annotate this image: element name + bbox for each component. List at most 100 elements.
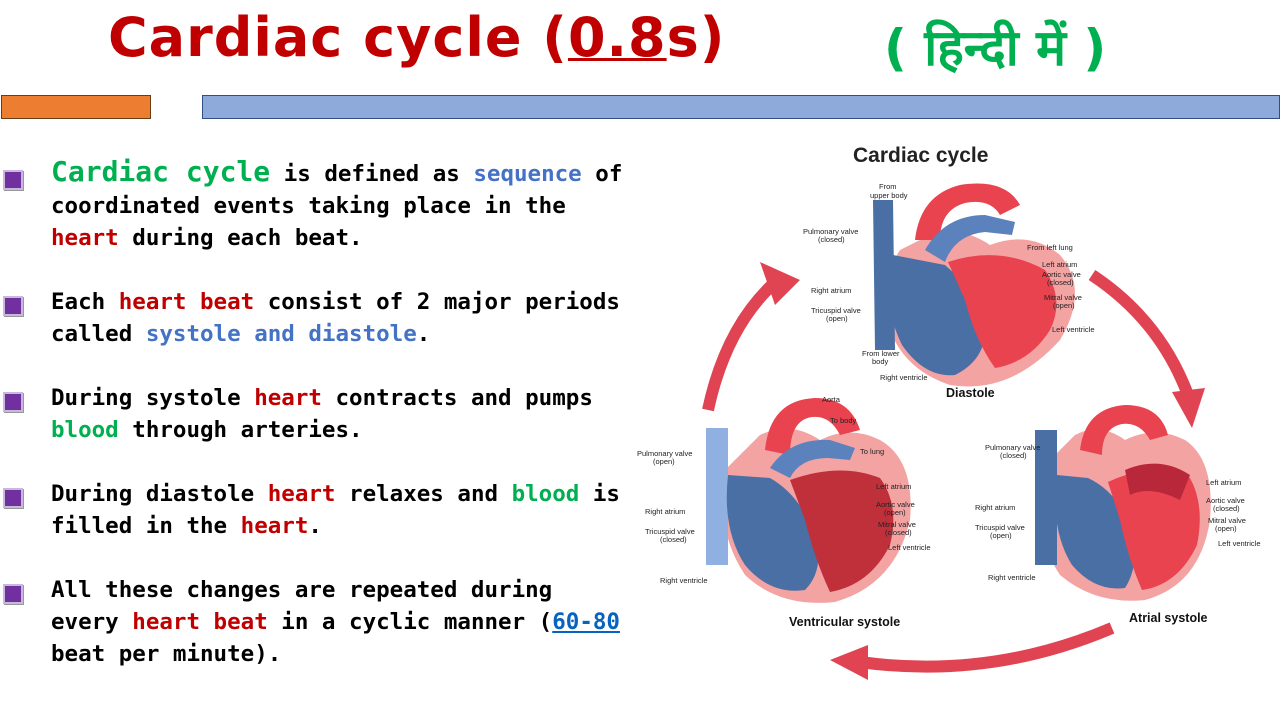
left-atrium-shape [1125, 463, 1190, 500]
bullet-text-segment: heart [51, 225, 119, 251]
bullet-marker-icon [3, 296, 23, 316]
label: Pulmonary valve [985, 443, 1040, 452]
pulmonary-artery-shape [925, 215, 1015, 262]
label: (closed) [885, 528, 912, 537]
label: Right ventricle [880, 373, 928, 382]
bullet-text-segment: through arteries. [118, 417, 363, 443]
bullet-text-segment: During diastole [51, 481, 268, 507]
phase-label-ventricular-systole: Ventricular systole [789, 615, 900, 629]
arrow-to-diastole [702, 280, 777, 412]
phase-label-diastole: Diastole [946, 386, 995, 400]
label: Right ventricle [988, 573, 1036, 582]
bullet-text-segment: heart beat [132, 609, 268, 635]
page-title: Cardiac cycle (0.8s) [108, 6, 725, 69]
aorta-shape [915, 183, 1020, 240]
vena-cava-shape [1035, 430, 1057, 565]
label: upper body [870, 191, 908, 200]
heart-atrial-systole [1035, 405, 1211, 601]
bullet-marker-icon [3, 488, 23, 508]
label: Aortic valve [1042, 270, 1081, 279]
phase-label-atrial-systole: Atrial systole [1129, 611, 1208, 625]
bullet-marker-icon [3, 584, 23, 604]
label: (closed) [1000, 451, 1027, 460]
label: (open) [653, 457, 675, 466]
label: Mitral valve [1044, 293, 1082, 302]
bullet-text-segment: heart [267, 481, 336, 507]
bullet-text-segment: is filled in the [51, 481, 620, 539]
label: Mitral valve [1208, 516, 1246, 525]
bullet-text-segment: Cardiac cycle [51, 155, 271, 188]
pulmonary-artery-shape [770, 439, 855, 478]
label: (open) [1053, 301, 1075, 310]
title-suffix: s) [666, 6, 726, 69]
bullet-text-segment: Each [51, 289, 119, 315]
bullet-text-segment: heart [240, 513, 309, 539]
bullet-text-segment: heart [254, 385, 322, 411]
bullet-text-segment: . [416, 321, 431, 347]
label: (open) [826, 314, 848, 323]
label: To body [830, 416, 857, 425]
arrow-to-ventricular-systole [859, 622, 1115, 673]
left-heart-shape [1108, 470, 1200, 590]
label: From left lung [1027, 243, 1073, 252]
right-heart-shape [726, 475, 819, 591]
label: Left ventricle [888, 543, 931, 552]
aorta-shape [765, 398, 860, 455]
label: Right atrium [975, 503, 1015, 512]
bullet-text: Each heart beat consist of 2 major perio… [51, 286, 631, 350]
bullet-text: Cardiac cycle is defined as sequence of … [51, 156, 631, 254]
arrowhead-icon [1172, 388, 1205, 428]
bullet-text-segment: During systole [51, 385, 255, 411]
left-heart-shape [790, 470, 894, 592]
bullet-text-segment: heart beat [118, 289, 255, 315]
bullet-text-segment: is defined as [270, 161, 474, 187]
bullet-text-segment[interactable]: 60-80 [552, 609, 620, 635]
label: (closed) [818, 235, 845, 244]
aorta-shape [1080, 405, 1168, 455]
bullet-text-segment: . [308, 513, 322, 539]
label: (open) [1215, 524, 1237, 533]
bullet-text-segment: of coordinated events taking place in th… [51, 161, 623, 219]
heart-ventricular-systole [706, 398, 911, 603]
left-heart-shape [948, 255, 1057, 368]
title-prefix: Cardiac cycle ( [108, 6, 568, 69]
label: Tricuspid valve [645, 527, 695, 536]
label: (open) [884, 508, 906, 517]
label: Pulmonary valve [637, 449, 692, 458]
label: Aorta [822, 395, 841, 404]
label: Right ventricle [660, 576, 708, 585]
vena-cava-shape [706, 428, 728, 565]
label: body [872, 357, 889, 366]
label: Pulmonary valve [803, 227, 858, 236]
cardiac-cycle-diagram: Cardiac cycle From upper body Pulmonary … [637, 144, 1261, 680]
label: Right atrium [811, 286, 851, 295]
bullet-text: During diastole heart relaxes and blood … [51, 478, 631, 542]
label: Aortic valve [876, 500, 915, 509]
label: (closed) [660, 535, 687, 544]
bullet-text: During systole heart contracts and pumps… [51, 382, 631, 446]
bullet-text-segment: beat per minute). [51, 641, 282, 667]
label: (open) [990, 531, 1012, 540]
bullet-text-segment: sequence [473, 161, 582, 187]
bullet-marker-icon [3, 170, 23, 190]
bullet-marker-icon [3, 392, 23, 412]
bullet-text-segment: systole and diastole [145, 321, 417, 347]
cycle-arrows [702, 269, 1194, 673]
label: Aortic valve [1206, 496, 1245, 505]
bullet-text-segment: relaxes and [335, 481, 512, 507]
label: Right atrium [645, 507, 685, 516]
orange-accent-bar [1, 95, 151, 119]
bullet-text-segment: All these changes are repeated during ev… [51, 577, 553, 635]
hindi-language-label: ( हिन्दी में ) [884, 19, 1107, 77]
label: (closed) [1047, 278, 1074, 287]
label: Tricuspid valve [811, 306, 861, 315]
label: From lower [862, 349, 900, 358]
heart-diastole [873, 183, 1075, 387]
bullet-text: All these changes are repeated during ev… [51, 574, 631, 670]
arrowhead-icon [760, 262, 800, 305]
bullet-text-segment: in a cyclic manner ( [267, 609, 553, 635]
label: Left atrium [876, 482, 911, 491]
bullet-text-segment: consist of 2 major periods called [51, 289, 620, 347]
bullet-text-segment: during each beat. [118, 225, 363, 251]
bullet-text-segment: contracts and pumps [321, 385, 593, 411]
